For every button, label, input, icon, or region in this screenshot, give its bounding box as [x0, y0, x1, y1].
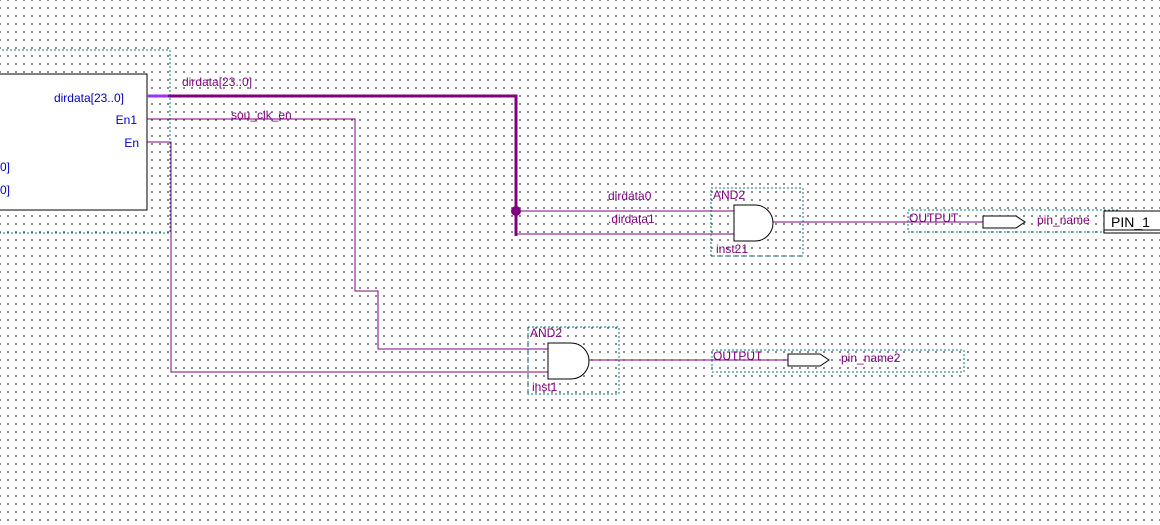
output-pin-name-top: pin_name	[1037, 213, 1090, 227]
output-pin-arrow-top[interactable]	[982, 215, 1026, 229]
gate-type-inst1: AND2	[530, 326, 562, 340]
gate-type-inst21: AND2	[713, 188, 745, 202]
and-gate-inst21[interactable]: AND2 inst21	[710, 187, 804, 257]
bus-dirdata[interactable]: dirdata[23..0]	[147, 75, 521, 236]
block-body[interactable]	[0, 73, 148, 211]
port-label-dirdata: dirdata[23..0]	[54, 91, 124, 105]
wire-en[interactable]	[147, 141, 548, 373]
output-pin-bottom[interactable]: OUTPUT pin_name2	[711, 349, 965, 373]
and-gate-inst1[interactable]: AND2 inst1	[527, 326, 620, 395]
output-type-bottom: OUTPUT	[713, 349, 763, 363]
net-label-dirdata1: .dirdata1	[608, 212, 655, 226]
pin-assignment-box[interactable]	[1103, 210, 1160, 234]
output-pin-arrow-bottom[interactable]	[787, 353, 830, 367]
and-gate-body-inst21[interactable]	[733, 204, 774, 242]
gate-instance-inst1: inst1	[532, 380, 558, 394]
output-frame-bottom	[711, 349, 965, 373]
block-symbol[interactable]: dirdata[23..0] En1 En 0] 0]	[0, 49, 171, 234]
output-pin-top[interactable]: OUTPUT pin_name PIN_1	[907, 209, 1160, 234]
port-label-en: En	[124, 136, 139, 150]
bus-net-label: dirdata[23..0]	[182, 75, 252, 89]
net-sou-clk-en[interactable]: sou_clk_en	[147, 108, 548, 350]
bus-wire[interactable]	[147, 94, 518, 236]
port-label-partial-1: 0]	[0, 160, 10, 174]
output-type-top: OUTPUT	[909, 211, 959, 225]
output-pin-name-bottom: pin_name2	[841, 351, 901, 365]
gate-instance-inst21: inst21	[716, 242, 748, 256]
net-en[interactable]	[147, 141, 548, 373]
and-gate-body-inst1[interactable]	[547, 342, 590, 380]
port-label-en1: En1	[116, 113, 138, 127]
net-label-dirdata0: dirdata0	[608, 189, 652, 203]
net-label-sou-clk-en: sou_clk_en	[231, 108, 292, 122]
block-instance-frame	[0, 49, 171, 234]
port-label-partial-2: 0]	[0, 183, 10, 197]
bus-branches[interactable]: dirdata0 .dirdata1	[516, 189, 734, 235]
wire-sou-clk-en[interactable]	[147, 118, 548, 350]
pin-assignment-label: PIN_1	[1111, 214, 1150, 230]
